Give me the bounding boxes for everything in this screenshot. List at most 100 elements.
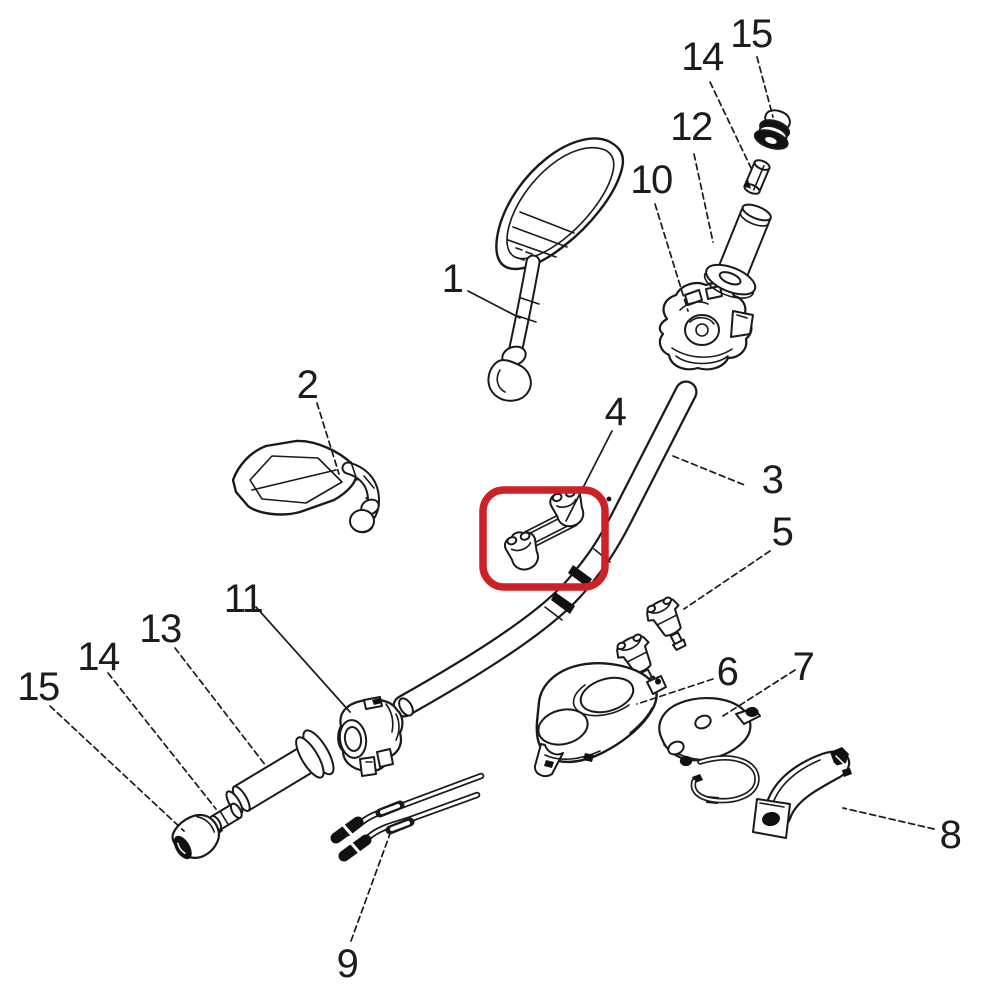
leader-line-15-top xyxy=(756,56,774,118)
leader-line-11 xyxy=(255,606,351,713)
spacer-top-dark xyxy=(744,178,751,189)
part-15-bar-end-left xyxy=(171,813,221,860)
throttle-tube-flange-hole xyxy=(718,271,742,286)
bar-end-left-detail xyxy=(196,815,216,833)
throttle-housing-bore xyxy=(684,314,720,346)
clamp-saddle-lower xyxy=(504,531,539,571)
mirror-right-details xyxy=(506,146,615,261)
spacer-top-end-t xyxy=(753,159,771,171)
switch-housing-face-inner xyxy=(343,726,363,752)
part-label-15-top: 15 xyxy=(730,12,772,56)
bracket-foot xyxy=(533,743,564,777)
cable-elbow-fittings xyxy=(330,816,372,862)
leader-line-12 xyxy=(693,153,714,243)
riser-1 xyxy=(646,596,687,651)
throttle-tube-flange-depth xyxy=(703,272,755,299)
part-label-7: 7 xyxy=(793,645,814,689)
handlebar-tube xyxy=(394,382,696,716)
leader-line-14-left xyxy=(107,672,217,810)
part-8-guard xyxy=(752,747,852,839)
part-15-bar-end-top xyxy=(753,109,791,150)
mirror-right-head xyxy=(495,137,625,271)
part-label-1: 1 xyxy=(442,257,463,301)
part-label-14-top: 14 xyxy=(681,35,724,79)
part-13-grip xyxy=(225,729,335,816)
leader-line-1 xyxy=(467,290,521,319)
cable-elbow-bands xyxy=(342,824,361,854)
part-label-8: 8 xyxy=(940,813,961,857)
bracket-details xyxy=(544,684,653,760)
part-2-mirror-left xyxy=(231,439,380,534)
mirror-left-ball-detail xyxy=(351,526,373,534)
mirror-left-details xyxy=(249,455,343,504)
part-12-throttle-tube xyxy=(703,203,772,299)
cable-1 xyxy=(346,774,483,835)
spacer-left-line xyxy=(219,810,230,826)
switch-housing-darks xyxy=(372,698,382,705)
handlebar-open-end xyxy=(398,697,414,717)
leader-line-3 xyxy=(672,455,748,487)
part-label-2: 2 xyxy=(297,363,318,407)
leader-lines xyxy=(49,56,935,942)
part-label-9: 9 xyxy=(337,942,358,986)
part-1-mirror-right xyxy=(487,137,625,402)
part-10-throttle-housing xyxy=(658,281,754,371)
leader-line-10 xyxy=(654,203,689,312)
throttle-tube-rim xyxy=(739,211,770,227)
bracket7-screw-2 xyxy=(667,740,685,756)
cable-adjusters xyxy=(380,804,410,831)
spacer-top-line xyxy=(752,165,765,191)
part-14-spacer-top xyxy=(743,159,771,195)
guard-end-hole xyxy=(762,811,780,827)
part-label-4: 4 xyxy=(605,390,627,434)
spacer-left-end-r xyxy=(229,802,243,819)
leader-line-2 xyxy=(316,402,340,475)
switch-housing-tabs xyxy=(359,696,394,777)
part-label-15-left: 15 xyxy=(17,665,59,709)
leader-line-6 xyxy=(636,678,714,705)
bracket7-screw-1 xyxy=(694,714,712,730)
leader-line-15-left xyxy=(49,705,185,832)
leader-line-4 xyxy=(565,430,613,522)
mirror-right-foot xyxy=(487,359,532,402)
handlebar-dot xyxy=(606,496,612,502)
part-label-10: 10 xyxy=(630,158,672,202)
throttle-tube-top xyxy=(741,203,772,222)
leader-line-9 xyxy=(350,830,392,942)
grip-flange-inner xyxy=(295,736,325,779)
bracket-hole-2 xyxy=(537,708,589,746)
bracket7-darks xyxy=(679,707,759,804)
throttle-housing-lugs xyxy=(684,285,754,338)
part-label-3: 3 xyxy=(762,458,783,502)
part-6-upper-bracket xyxy=(533,662,667,777)
throttle-housing-details xyxy=(671,301,748,365)
bar-end-left-highlight xyxy=(177,842,186,854)
mirror-right-foot-detail xyxy=(496,369,506,393)
bracket-tab xyxy=(646,675,667,695)
leader-line-5 xyxy=(683,550,771,610)
switch-housing-details xyxy=(365,703,400,763)
leader-line-7 xyxy=(722,669,796,717)
guard-end-line xyxy=(759,802,785,808)
guard-depth xyxy=(771,759,821,807)
part-3-handlebar xyxy=(392,380,698,718)
guard-hook-slits xyxy=(832,755,845,770)
bar-end-left-opening xyxy=(173,835,192,860)
part-label-13: 13 xyxy=(139,607,181,651)
handlebar-dark-bands xyxy=(551,565,592,614)
part-labels: 1 2 3 4 5 6 7 8 9 10 11 12 13 14 15 14 1… xyxy=(17,12,962,986)
bracket-hole-1 xyxy=(579,676,635,714)
spring-wire xyxy=(692,757,759,802)
part-label-5: 5 xyxy=(772,510,793,554)
part-11-switch-housing xyxy=(337,696,404,777)
leader-line-8 xyxy=(842,807,935,830)
part-label-14-left: 14 xyxy=(77,635,120,679)
part-label-11: 11 xyxy=(224,577,263,621)
part-7-bracket-spring xyxy=(658,696,761,804)
part-9-cables xyxy=(330,772,485,862)
leader-line-13 xyxy=(174,647,267,767)
part-label-6: 6 xyxy=(717,650,738,694)
part-4-handlebar-clamp xyxy=(504,488,585,571)
